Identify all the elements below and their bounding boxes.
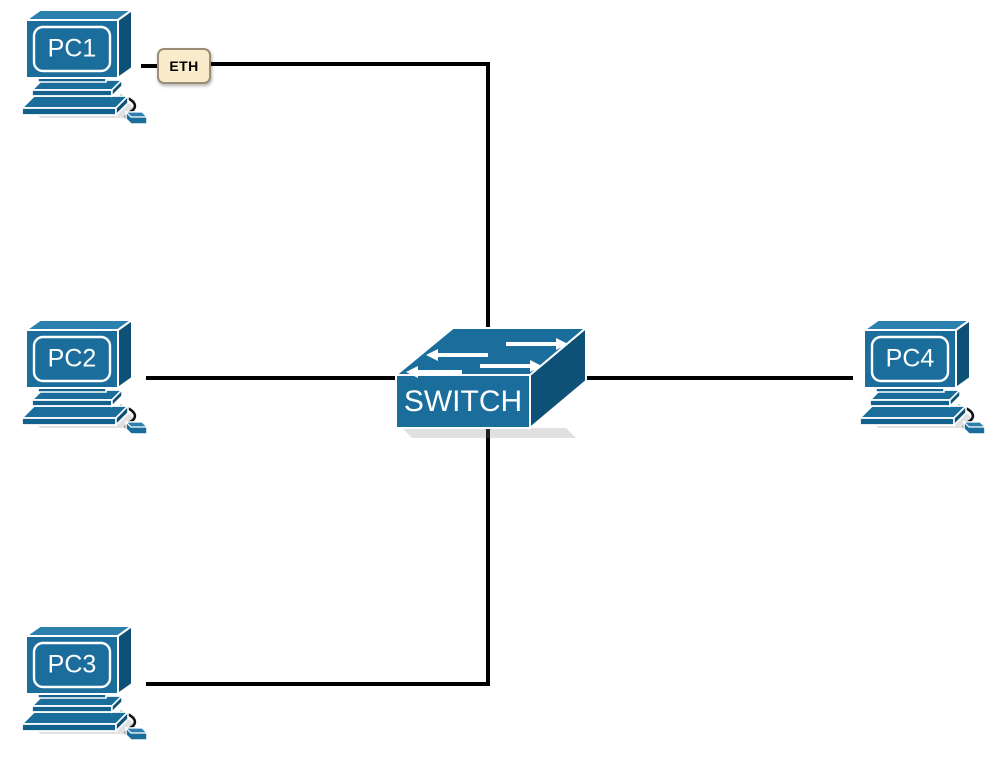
eth-port-badge[interactable]: ETH	[157, 48, 211, 84]
link-switch-pc4	[587, 376, 853, 380]
device-pc4[interactable]: PC4	[856, 318, 987, 440]
eth-badge-label: ETH	[169, 58, 199, 74]
device-pc4-label: PC4	[886, 345, 935, 373]
device-pc3-label: PC3	[48, 651, 97, 679]
switch-top-arrows	[406, 338, 568, 378]
link-eth-switch	[209, 62, 490, 66]
link-switch-top	[486, 62, 490, 342]
device-pc2[interactable]: PC2	[18, 318, 149, 440]
link-switch-pc3-vertical	[486, 412, 490, 686]
device-pc3[interactable]: PC3	[18, 624, 149, 746]
link-pc2-switch	[146, 376, 398, 380]
link-pc3-switch	[146, 682, 490, 686]
device-pc1[interactable]: PC1	[18, 8, 149, 130]
link-pc1-eth	[141, 64, 158, 68]
device-pc2-label: PC2	[48, 345, 97, 373]
device-pc1-label: PC1	[48, 35, 97, 63]
device-switch[interactable]: SWITCH	[388, 320, 593, 445]
device-switch-label: SWITCH	[404, 385, 522, 418]
